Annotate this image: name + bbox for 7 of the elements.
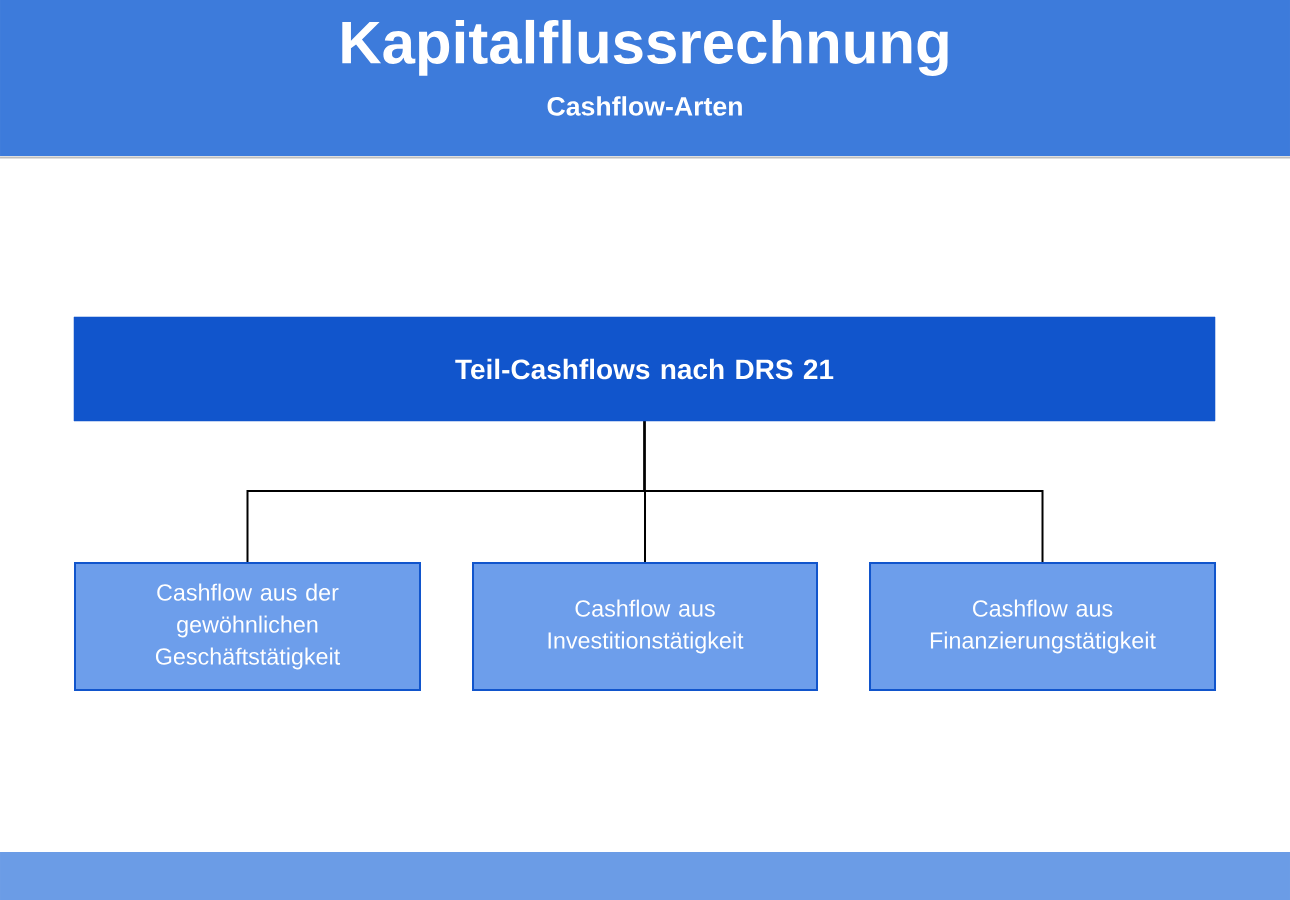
top-box: Teil-Cashflows nach DRS 21 bbox=[73, 316, 1216, 422]
connector-line bbox=[643, 420, 1044, 564]
category-box: Cashflow aus Investitionstätigkeit bbox=[472, 562, 818, 691]
category-box: Cashflow aus Finanzierungstätigkeit bbox=[869, 562, 1216, 691]
title: Kapitalflussrechnung bbox=[342, 19, 948, 77]
subtitle: Cashflow-Arten bbox=[547, 96, 742, 116]
category-box: Cashflow aus der gewöhnlichen Geschäftstätigkeit bbox=[74, 562, 421, 691]
